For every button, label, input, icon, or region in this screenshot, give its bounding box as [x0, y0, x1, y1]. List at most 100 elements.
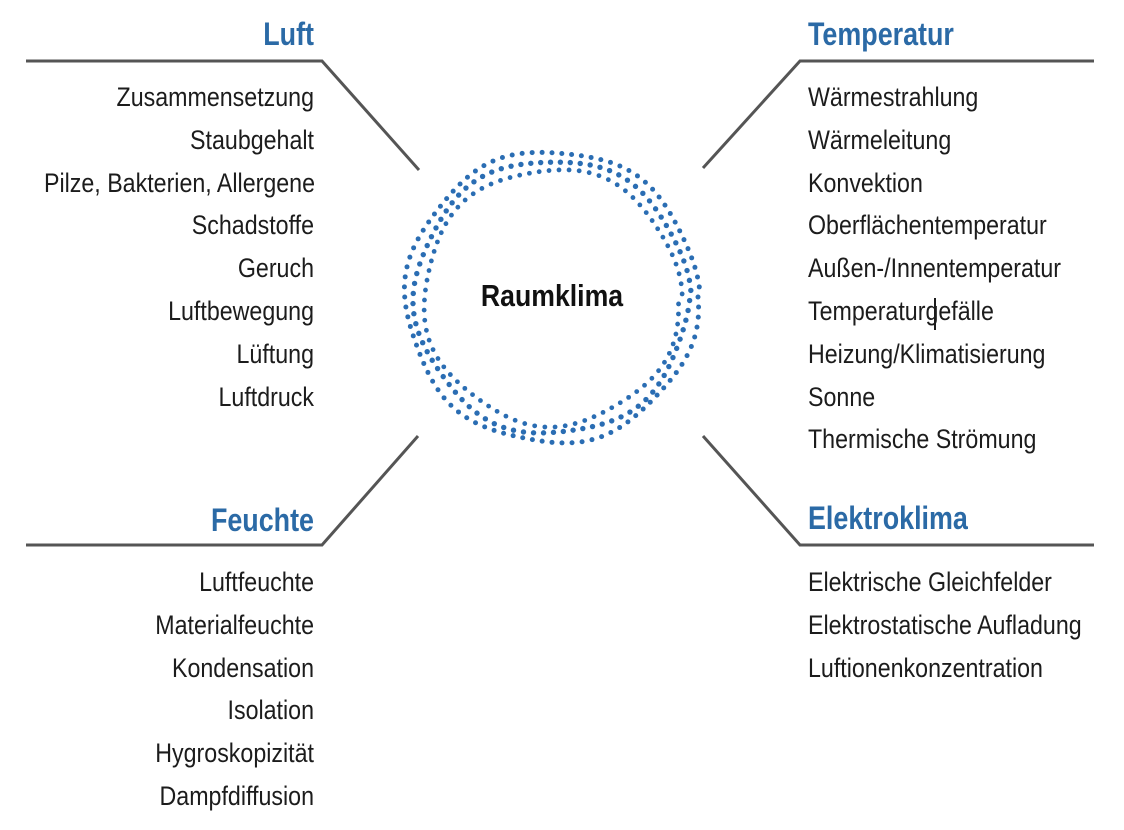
list-item: Luftionenkonzentration: [808, 652, 1043, 683]
ring-dot: [411, 311, 417, 317]
ring-dot: [649, 375, 655, 381]
ring-dot: [625, 419, 631, 425]
ring-dot: [654, 392, 660, 398]
ring-dot: [437, 203, 443, 209]
ring-dot: [695, 314, 701, 320]
ring-dot: [443, 208, 449, 214]
ring-dot: [661, 372, 667, 379]
ring-dot: [466, 403, 472, 410]
ring-dot: [518, 161, 524, 168]
ring-dot: [681, 237, 687, 243]
ring-dot: [695, 274, 701, 280]
ring-dot: [435, 239, 440, 245]
ring-dot: [660, 234, 666, 240]
feuchte-connector-line: [26, 435, 420, 547]
ring-dot: [520, 429, 527, 435]
ring-dot: [449, 212, 454, 218]
ring-dot: [656, 368, 661, 374]
ring-dot: [509, 152, 515, 158]
ring-dot: [491, 420, 498, 427]
ring-dot: [666, 363, 672, 370]
ring-dot: [421, 360, 427, 366]
ring-dot: [431, 211, 437, 217]
ring-dot: [498, 165, 504, 172]
ring-dot: [455, 192, 462, 198]
ring-dot: [652, 206, 659, 212]
ring-dot: [689, 255, 695, 261]
ring-dot: [665, 243, 671, 249]
ring-dot: [404, 264, 410, 270]
ring-dot: [617, 400, 623, 406]
luft-list: Zusammensetzung Staubgehalt Pilze, Bakte…: [0, 76, 315, 418]
ring-dot: [678, 281, 684, 287]
ring-dot: [498, 178, 503, 183]
ring-dot: [569, 151, 575, 157]
ring-dot: [490, 158, 496, 164]
list-item: Luftfeuchte: [199, 567, 314, 597]
ring-dot: [499, 155, 505, 161]
ring-dot: [662, 359, 667, 365]
ring-dot: [580, 425, 586, 432]
ring-dot: [457, 181, 463, 187]
ring-dot: [658, 214, 664, 220]
ring-dot: [617, 425, 623, 431]
ring-dot: [549, 150, 555, 156]
ring-dot: [428, 258, 434, 264]
ring-dot: [630, 195, 636, 200]
ring-dot: [405, 314, 411, 320]
feuchte-list: Luftfeuchte Materialfeuchte Kondensation…: [0, 561, 314, 818]
list-item: Zusammensetzung: [116, 82, 315, 112]
ring-dot: [462, 385, 468, 391]
ring-dot: [536, 169, 542, 175]
ring-dot: [426, 219, 432, 225]
ring-dot: [649, 218, 655, 223]
ring-dot: [567, 159, 573, 166]
ring-dot: [473, 420, 479, 426]
ring-dot: [688, 287, 694, 294]
ring-dot: [608, 430, 614, 436]
ring-dot: [479, 173, 486, 180]
ring-dot: [562, 423, 568, 429]
ring-dot: [438, 216, 444, 223]
ring-dot: [429, 357, 435, 363]
ring-dot: [686, 277, 693, 284]
ring-dot: [624, 177, 631, 183]
ring-dot: [550, 429, 557, 436]
ring-dot: [410, 290, 416, 297]
ring-dot: [470, 191, 476, 197]
ring-dot: [539, 438, 545, 444]
ring-dot: [589, 423, 596, 430]
ring-dot: [632, 183, 639, 190]
ring-dot: [679, 361, 685, 367]
ring-dot: [448, 402, 454, 408]
ring-dot: [417, 351, 423, 357]
ring-dot: [655, 226, 661, 232]
list-item: Wärmestrahlung: [808, 82, 979, 112]
ring-dot: [510, 433, 516, 439]
ring-dot: [428, 233, 435, 240]
ring-dot: [696, 304, 702, 310]
ring-dot: [684, 353, 690, 359]
ring-dot: [685, 246, 691, 252]
ring-dot: [508, 163, 514, 169]
ring-dot: [444, 196, 450, 202]
ring-dot: [512, 417, 518, 423]
ring-dot: [462, 197, 468, 203]
ring-dot: [597, 164, 603, 170]
ring-dot: [455, 409, 461, 415]
ring-dot: [455, 204, 461, 210]
ring-dot: [599, 434, 605, 440]
ring-dot: [403, 304, 409, 310]
ring-dot: [401, 284, 407, 290]
list-item: Dampfdiffusion: [159, 780, 314, 811]
ring-dot: [679, 291, 685, 297]
ring-dot: [600, 410, 606, 415]
ring-dot: [530, 430, 537, 436]
ring-dot: [557, 159, 564, 165]
ring-dot: [640, 406, 646, 412]
ring-dot: [426, 337, 432, 343]
center-label: Raumklima: [480, 278, 624, 313]
ring-dot: [650, 389, 656, 395]
ring-dot: [517, 172, 523, 178]
